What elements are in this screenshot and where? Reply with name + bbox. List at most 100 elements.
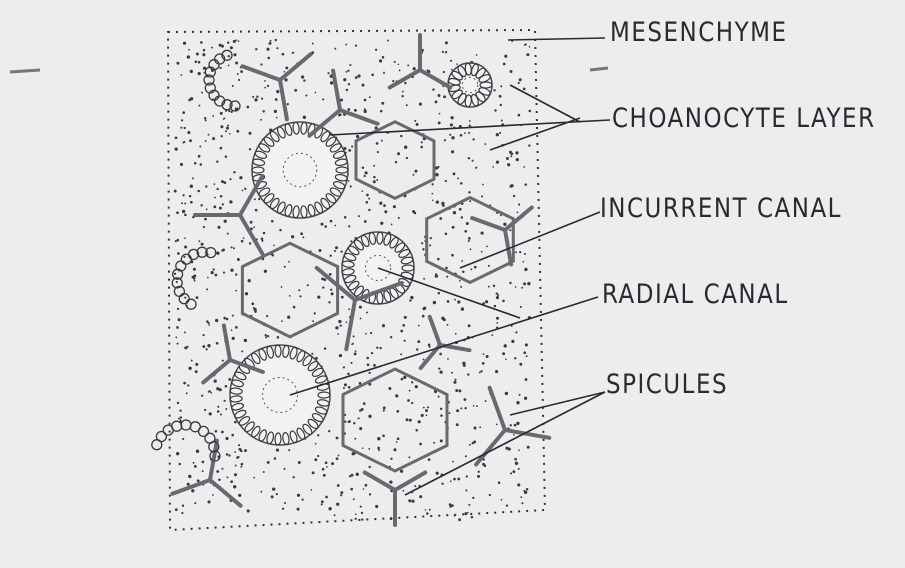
mesenchyme-dot — [501, 120, 503, 122]
mesenchyme-dot — [446, 276, 448, 278]
mesenchyme-dot — [465, 489, 467, 491]
mesenchyme-dot — [182, 438, 184, 440]
mesenchyme-dot — [314, 312, 316, 314]
mesenchyme-dot — [377, 151, 379, 153]
mesenchyme-dot — [180, 163, 183, 166]
mesenchyme-dot — [500, 104, 502, 106]
mesenchyme-dot — [414, 120, 416, 122]
mesenchyme-dot — [339, 354, 342, 357]
mesenchyme-dot — [462, 271, 465, 274]
mesenchyme-dot — [176, 211, 179, 214]
mesenchyme-dot — [233, 53, 236, 56]
mesenchyme-dot — [181, 512, 183, 514]
mesenchyme-dot — [224, 118, 226, 120]
mesenchyme-dot — [449, 134, 451, 136]
mesenchyme-dot — [183, 382, 186, 385]
mesenchyme-dot — [362, 447, 364, 449]
mesenchyme-dot — [408, 456, 410, 458]
mesenchyme-dot — [328, 430, 330, 432]
mesenchyme-dot — [197, 190, 200, 193]
mesenchyme-dot — [520, 306, 522, 308]
mesenchyme-dot — [468, 132, 470, 134]
mesenchyme-dot — [187, 131, 190, 134]
mesenchyme-dot — [445, 180, 447, 182]
mesenchyme-dot — [182, 194, 184, 196]
mesenchyme-dot — [473, 405, 475, 407]
mesenchyme-dot — [336, 437, 339, 440]
mesenchyme-dot — [184, 346, 187, 349]
mesenchyme-dot — [281, 286, 283, 288]
mesenchyme-dot — [348, 83, 350, 85]
mesenchyme-dot — [201, 243, 204, 246]
mesenchyme-dot — [476, 54, 478, 56]
mesenchyme-dot — [273, 245, 275, 247]
mesenchyme-dot — [440, 439, 443, 442]
mesenchyme-dot — [402, 324, 405, 327]
mesenchyme-dot — [350, 185, 352, 187]
mesenchyme-dot — [365, 333, 367, 335]
mesenchyme-dot — [440, 414, 443, 417]
mesenchyme-dot — [403, 376, 406, 379]
mesenchyme-dot — [461, 307, 464, 310]
mesenchyme-dot — [460, 407, 462, 409]
mesenchyme-dot — [454, 299, 456, 301]
mesenchyme-dot — [421, 414, 424, 417]
mesenchyme-dot — [198, 61, 201, 64]
mesenchyme-dot — [400, 330, 403, 333]
mesenchyme-dot — [188, 475, 191, 478]
mesenchyme-dot — [345, 44, 347, 46]
mesenchyme-dot — [452, 226, 455, 229]
mesenchyme-dot — [187, 55, 190, 58]
mesenchyme-dot — [416, 123, 419, 126]
mesenchyme-dot — [195, 61, 198, 64]
mesenchyme-dot — [191, 276, 194, 279]
mesenchyme-dot — [241, 463, 244, 466]
mesenchyme-dot — [403, 490, 405, 492]
mesenchyme-dot — [226, 318, 229, 321]
mesenchyme-dot — [201, 395, 203, 397]
mesenchyme-dot — [249, 132, 252, 135]
mesenchyme-dot — [235, 290, 237, 292]
mesenchyme-dot — [303, 79, 305, 81]
mesenchyme-dot — [450, 480, 452, 482]
mesenchyme-dot — [451, 136, 454, 139]
mesenchyme-dot — [249, 148, 251, 150]
mesenchyme-dot — [214, 183, 216, 185]
mesenchyme-dot — [518, 203, 520, 205]
mesenchyme-dot — [182, 210, 185, 213]
mesenchyme-dot — [267, 461, 270, 464]
mesenchyme-dot — [339, 113, 342, 116]
mesenchyme-dot — [179, 410, 181, 412]
mesenchyme-dot — [284, 266, 286, 268]
mesenchyme-dot — [404, 146, 407, 149]
mesenchyme-dot — [482, 184, 484, 186]
mesenchyme-dot — [260, 491, 262, 493]
mesenchyme-dot — [409, 419, 412, 422]
mesenchyme-dot — [201, 92, 203, 94]
mesenchyme-dot — [464, 230, 467, 233]
mesenchyme-dot — [182, 505, 184, 507]
mesenchyme-dot — [437, 258, 440, 261]
mesenchyme-dot — [509, 282, 511, 284]
mesenchyme-dot — [427, 406, 429, 408]
label-spicules: SPICULES — [606, 370, 728, 400]
mesenchyme-dot — [453, 381, 456, 384]
mesenchyme-dot — [423, 278, 425, 280]
mesenchyme-dot — [324, 278, 327, 281]
mesenchyme-dot — [453, 211, 456, 214]
mesenchyme-dot — [524, 44, 526, 46]
mesenchyme-dot — [193, 268, 196, 271]
mesenchyme-dot — [441, 317, 444, 320]
mesenchyme-dot — [366, 201, 369, 204]
mesenchyme-dot — [251, 302, 254, 305]
mesenchyme-dot — [263, 471, 265, 473]
mesenchyme-dot — [435, 273, 437, 275]
mesenchyme-dot — [312, 471, 315, 474]
mesenchyme-dot — [234, 473, 237, 476]
mesenchyme-dot — [457, 177, 459, 179]
mesenchyme-dot — [392, 80, 394, 82]
mesenchyme-dot — [233, 485, 236, 488]
mesenchyme-dot — [330, 255, 332, 257]
mesenchyme-dot — [207, 500, 210, 503]
mesenchyme-dot — [428, 344, 431, 347]
